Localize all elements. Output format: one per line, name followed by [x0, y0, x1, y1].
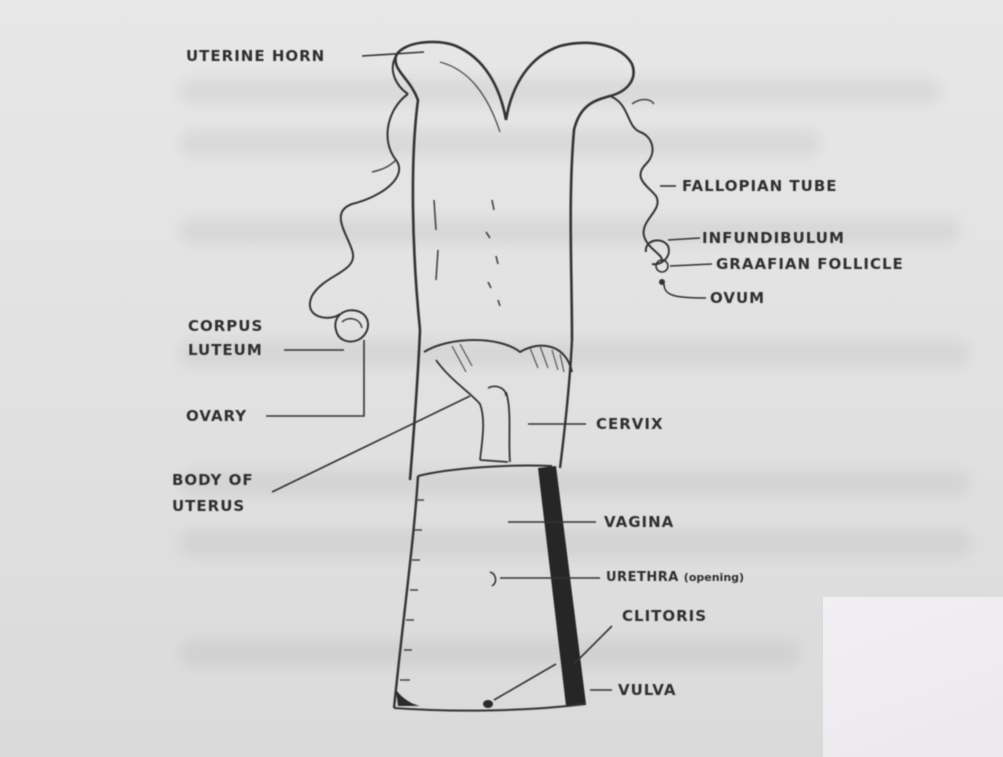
ovary-left: [335, 310, 368, 341]
uterine-horn-left: [395, 42, 506, 330]
label-infundibulum: INFUNDIBULUM: [702, 228, 845, 249]
corpus-luteum: [342, 319, 362, 328]
label-urethra: URETHRA (opening): [606, 567, 744, 588]
cervix-os: [488, 386, 506, 396]
uterine-horn-right: [506, 43, 634, 340]
label-corpus-luteum-line2: LUTEUM: [188, 340, 263, 361]
label-uterine-horn: UTERINE HORN: [186, 46, 325, 67]
label-corpus-luteum-line1: CORPUS: [188, 316, 263, 337]
cervix-hatch: [452, 344, 564, 372]
urethra-opening: [490, 572, 496, 586]
leader-ovum: [664, 284, 706, 298]
label-vagina: VAGINA: [604, 512, 674, 533]
leader-infundibulum: [668, 238, 700, 240]
tube-frill-left: [372, 160, 396, 172]
label-cervix: CERVIX: [596, 414, 664, 435]
fallopian-tube-left: [310, 94, 408, 318]
uterine-horn-inner-line: [440, 62, 500, 132]
label-fallopian-tube: FALLOPIAN TUBE: [682, 176, 838, 197]
vulva-left-shading: [396, 690, 420, 706]
vagina-left-texture: [400, 500, 424, 680]
label-urethra-text: URETHRA: [606, 570, 679, 585]
cervix-dome: [424, 340, 572, 372]
vagina-left-wall: [394, 476, 418, 708]
label-graafian-follicle: GRAAFIAN FOLLICLE: [716, 254, 904, 275]
label-body-of-uterus-line2: UTERUS: [172, 496, 245, 517]
fallopian-tube-right: [610, 96, 662, 262]
vulva-mark: [483, 700, 493, 708]
vagina-top: [418, 465, 552, 476]
label-clitoris: CLITORIS: [622, 606, 707, 627]
leader-graafian-follicle: [670, 264, 712, 266]
label-ovary: OVARY: [186, 406, 247, 427]
leader-clitoris: [574, 626, 612, 664]
label-ovum: OVUM: [710, 288, 765, 309]
tube-frill-right: [632, 100, 654, 105]
leader-ovary: [266, 340, 364, 416]
label-body-of-uterus-line1: BODY OF: [172, 470, 254, 491]
leader-body-of-uterus: [272, 396, 470, 492]
label-urethra-note: (opening): [684, 571, 744, 584]
leader-uterine-horn: [362, 52, 424, 56]
leader-vulva: [494, 664, 612, 700]
label-vulva: VULVA: [618, 680, 676, 701]
uterus-left-wall: [410, 330, 420, 480]
cervix-canal: [436, 360, 510, 462]
paper-overlap-block: [823, 597, 1003, 757]
uterus-texture: [434, 200, 500, 306]
